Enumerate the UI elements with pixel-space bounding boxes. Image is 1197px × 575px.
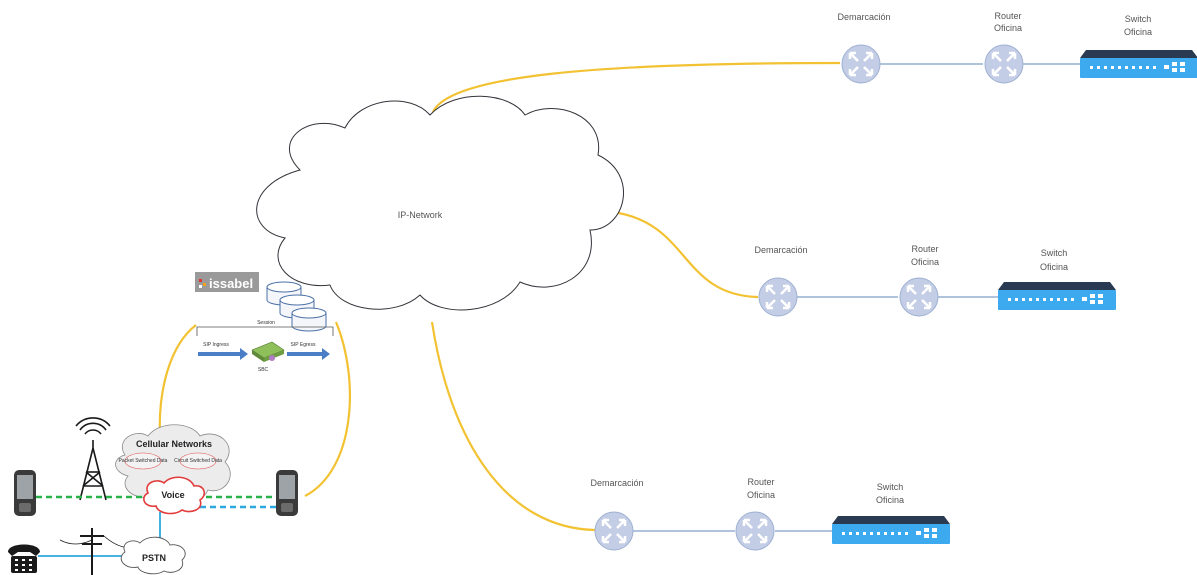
demarcacion-router-icon bbox=[840, 43, 882, 85]
server-stack bbox=[266, 281, 327, 332]
voice-label: Voice bbox=[161, 490, 184, 500]
blue-links bbox=[633, 63, 1080, 532]
issabel-label: issabel bbox=[209, 276, 253, 291]
sip-egress-arrow bbox=[287, 348, 330, 360]
pstn-cloud: PSTN bbox=[120, 536, 186, 575]
office-router-icon bbox=[734, 510, 776, 552]
circuit-data-label: Circuit Switched Data bbox=[174, 458, 222, 464]
sbc-session-box: Session SIP Ingress SBC SIP Egress bbox=[196, 320, 334, 373]
office-switch-icon bbox=[998, 282, 1116, 310]
landline-phone-icon bbox=[8, 544, 40, 573]
issabel-logo: issabel bbox=[195, 272, 259, 292]
cellular-title: Cellular Networks bbox=[136, 439, 212, 449]
cell-tower-icon bbox=[75, 417, 111, 501]
office-switch-icon bbox=[1080, 50, 1197, 78]
switch-label-line1: Switch bbox=[1125, 14, 1152, 24]
mobile-phone-left-icon bbox=[14, 470, 36, 516]
router-label-line2: Oficina bbox=[994, 23, 1022, 33]
link-cloud-demarcacion-3 bbox=[430, 321, 596, 532]
branch-1: Demarcación Router Oficina Switch Oficin… bbox=[837, 11, 1197, 85]
router-label-line1: Router bbox=[994, 11, 1021, 21]
sbc-device-icon bbox=[251, 341, 285, 362]
packet-data-label: Packet Switched Data bbox=[119, 458, 168, 464]
sbc-label: SBC bbox=[258, 367, 269, 373]
utility-pole-icon bbox=[59, 528, 129, 575]
switch-label-line2: Oficina bbox=[876, 495, 904, 505]
sip-ingress-label: SIP Ingress bbox=[203, 342, 229, 348]
link-cloud-demarcacion-2 bbox=[611, 210, 759, 299]
router-label-line2: Oficina bbox=[911, 257, 939, 267]
demarcacion-label: Demarcación bbox=[837, 12, 890, 22]
voice-cloud: Voice bbox=[143, 476, 206, 515]
branch-2: Demarcación Router Oficina Switch Oficin… bbox=[754, 244, 1116, 318]
cellular-network-cloud: Cellular Networks Packet Switched Data C… bbox=[115, 424, 231, 506]
demarcacion-label: Demarcación bbox=[590, 478, 643, 488]
mobile-phone-right-icon bbox=[276, 470, 298, 516]
cloud-label: IP-Network bbox=[398, 210, 443, 220]
switch-label-line2: Oficina bbox=[1124, 27, 1152, 37]
link-sbc-cellular bbox=[158, 324, 197, 437]
office-router-icon bbox=[983, 43, 1025, 85]
office-router-icon bbox=[898, 276, 940, 318]
demarcacion-router-icon bbox=[757, 276, 799, 318]
demarcacion-router-icon bbox=[593, 510, 635, 552]
switch-label-line1: Switch bbox=[1041, 248, 1068, 258]
router-label-line2: Oficina bbox=[747, 490, 775, 500]
yellow-links bbox=[158, 61, 841, 532]
session-label: Session bbox=[257, 320, 275, 326]
office-switch-icon bbox=[832, 516, 950, 544]
pstn-label: PSTN bbox=[142, 553, 166, 563]
router-label-line1: Router bbox=[911, 244, 938, 254]
link-cloud-demarcacion-1 bbox=[432, 61, 841, 113]
router-label-line1: Router bbox=[747, 477, 774, 487]
switch-label-line2: Oficina bbox=[1040, 262, 1068, 272]
sip-ingress-arrow bbox=[198, 348, 248, 360]
switch-label-line1: Switch bbox=[877, 482, 904, 492]
ip-network-cloud: IP-Network bbox=[256, 95, 624, 311]
branch-3: Demarcación Router Oficina Switch Oficin… bbox=[590, 477, 950, 552]
sip-egress-label: SIP Egress bbox=[291, 342, 316, 348]
link-sbc-phone bbox=[304, 321, 351, 497]
demarcacion-label: Demarcación bbox=[754, 245, 807, 255]
